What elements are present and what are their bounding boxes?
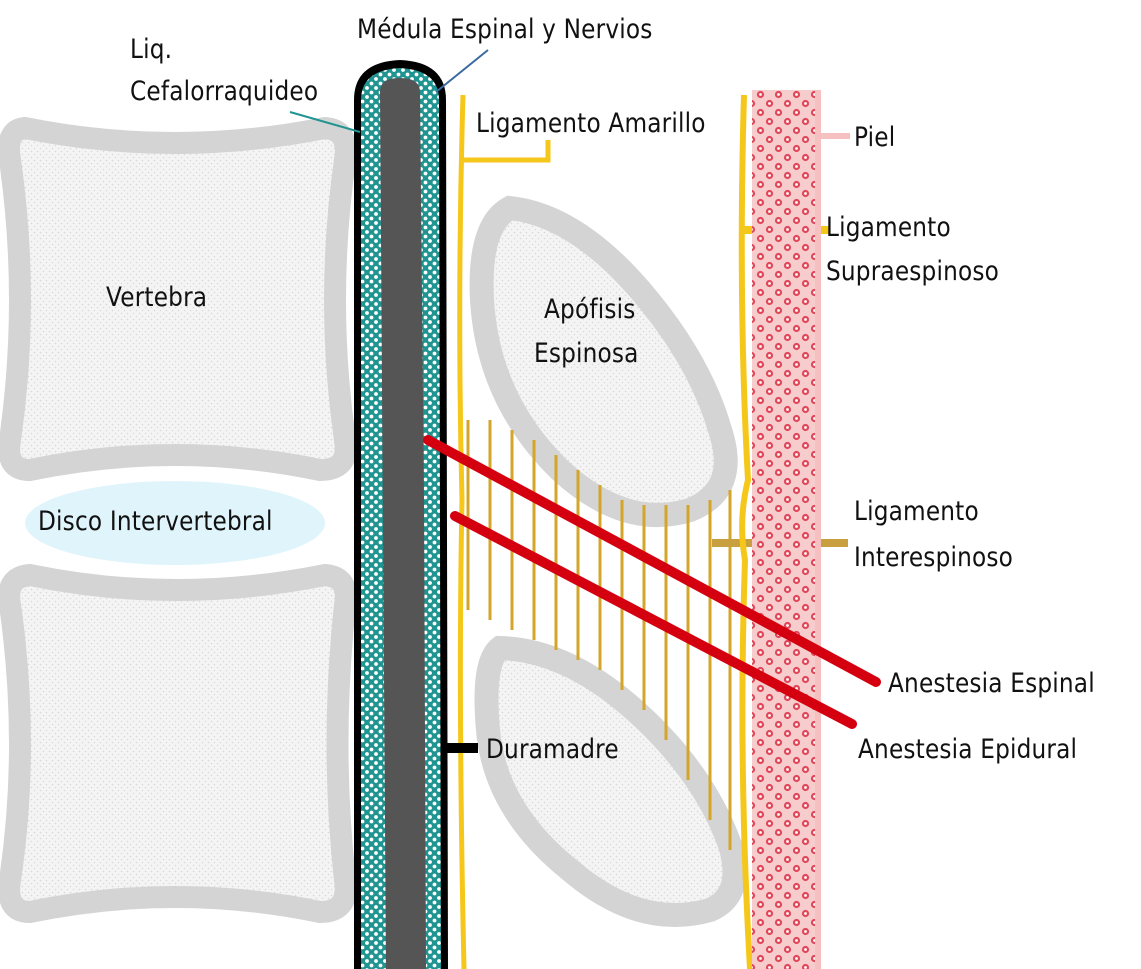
disco-label: Disco Intervertebral (38, 506, 273, 538)
piel-label: Piel (854, 122, 895, 154)
spinal-cord (380, 78, 426, 969)
medula-label: Médula Espinal y Nervios (357, 14, 653, 46)
apofisis-label-line1: Apófisis (544, 294, 635, 326)
duramadre-label: Duramadre (486, 734, 619, 766)
medula-leader (436, 50, 488, 92)
liq-label-line1: Liq. (130, 34, 172, 66)
lig-supra-label-line1: Ligamento (826, 212, 951, 244)
liq-label-line2: Cefalorraquideo (130, 76, 318, 108)
skin-layer (752, 90, 818, 969)
spinal-canal (354, 60, 448, 969)
vertebra-label: Vertebra (106, 282, 207, 314)
anestesia-epidural-label: Anestesia Epidural (858, 734, 1077, 766)
lig-inter-label-line2: Interespinoso (854, 542, 1013, 574)
lig-amarillo-label: Ligamento Amarillo (476, 108, 706, 140)
vertebra-lower (9, 575, 346, 912)
apofisis-label-line2: Espinosa (534, 338, 639, 370)
spinous-process-lower (487, 648, 735, 915)
lig-supra-label-line2: Supraespinoso (826, 256, 999, 288)
lig-inter-label-line1: Ligamento (854, 496, 979, 528)
anestesia-espinal-label: Anestesia Espinal (888, 668, 1095, 700)
